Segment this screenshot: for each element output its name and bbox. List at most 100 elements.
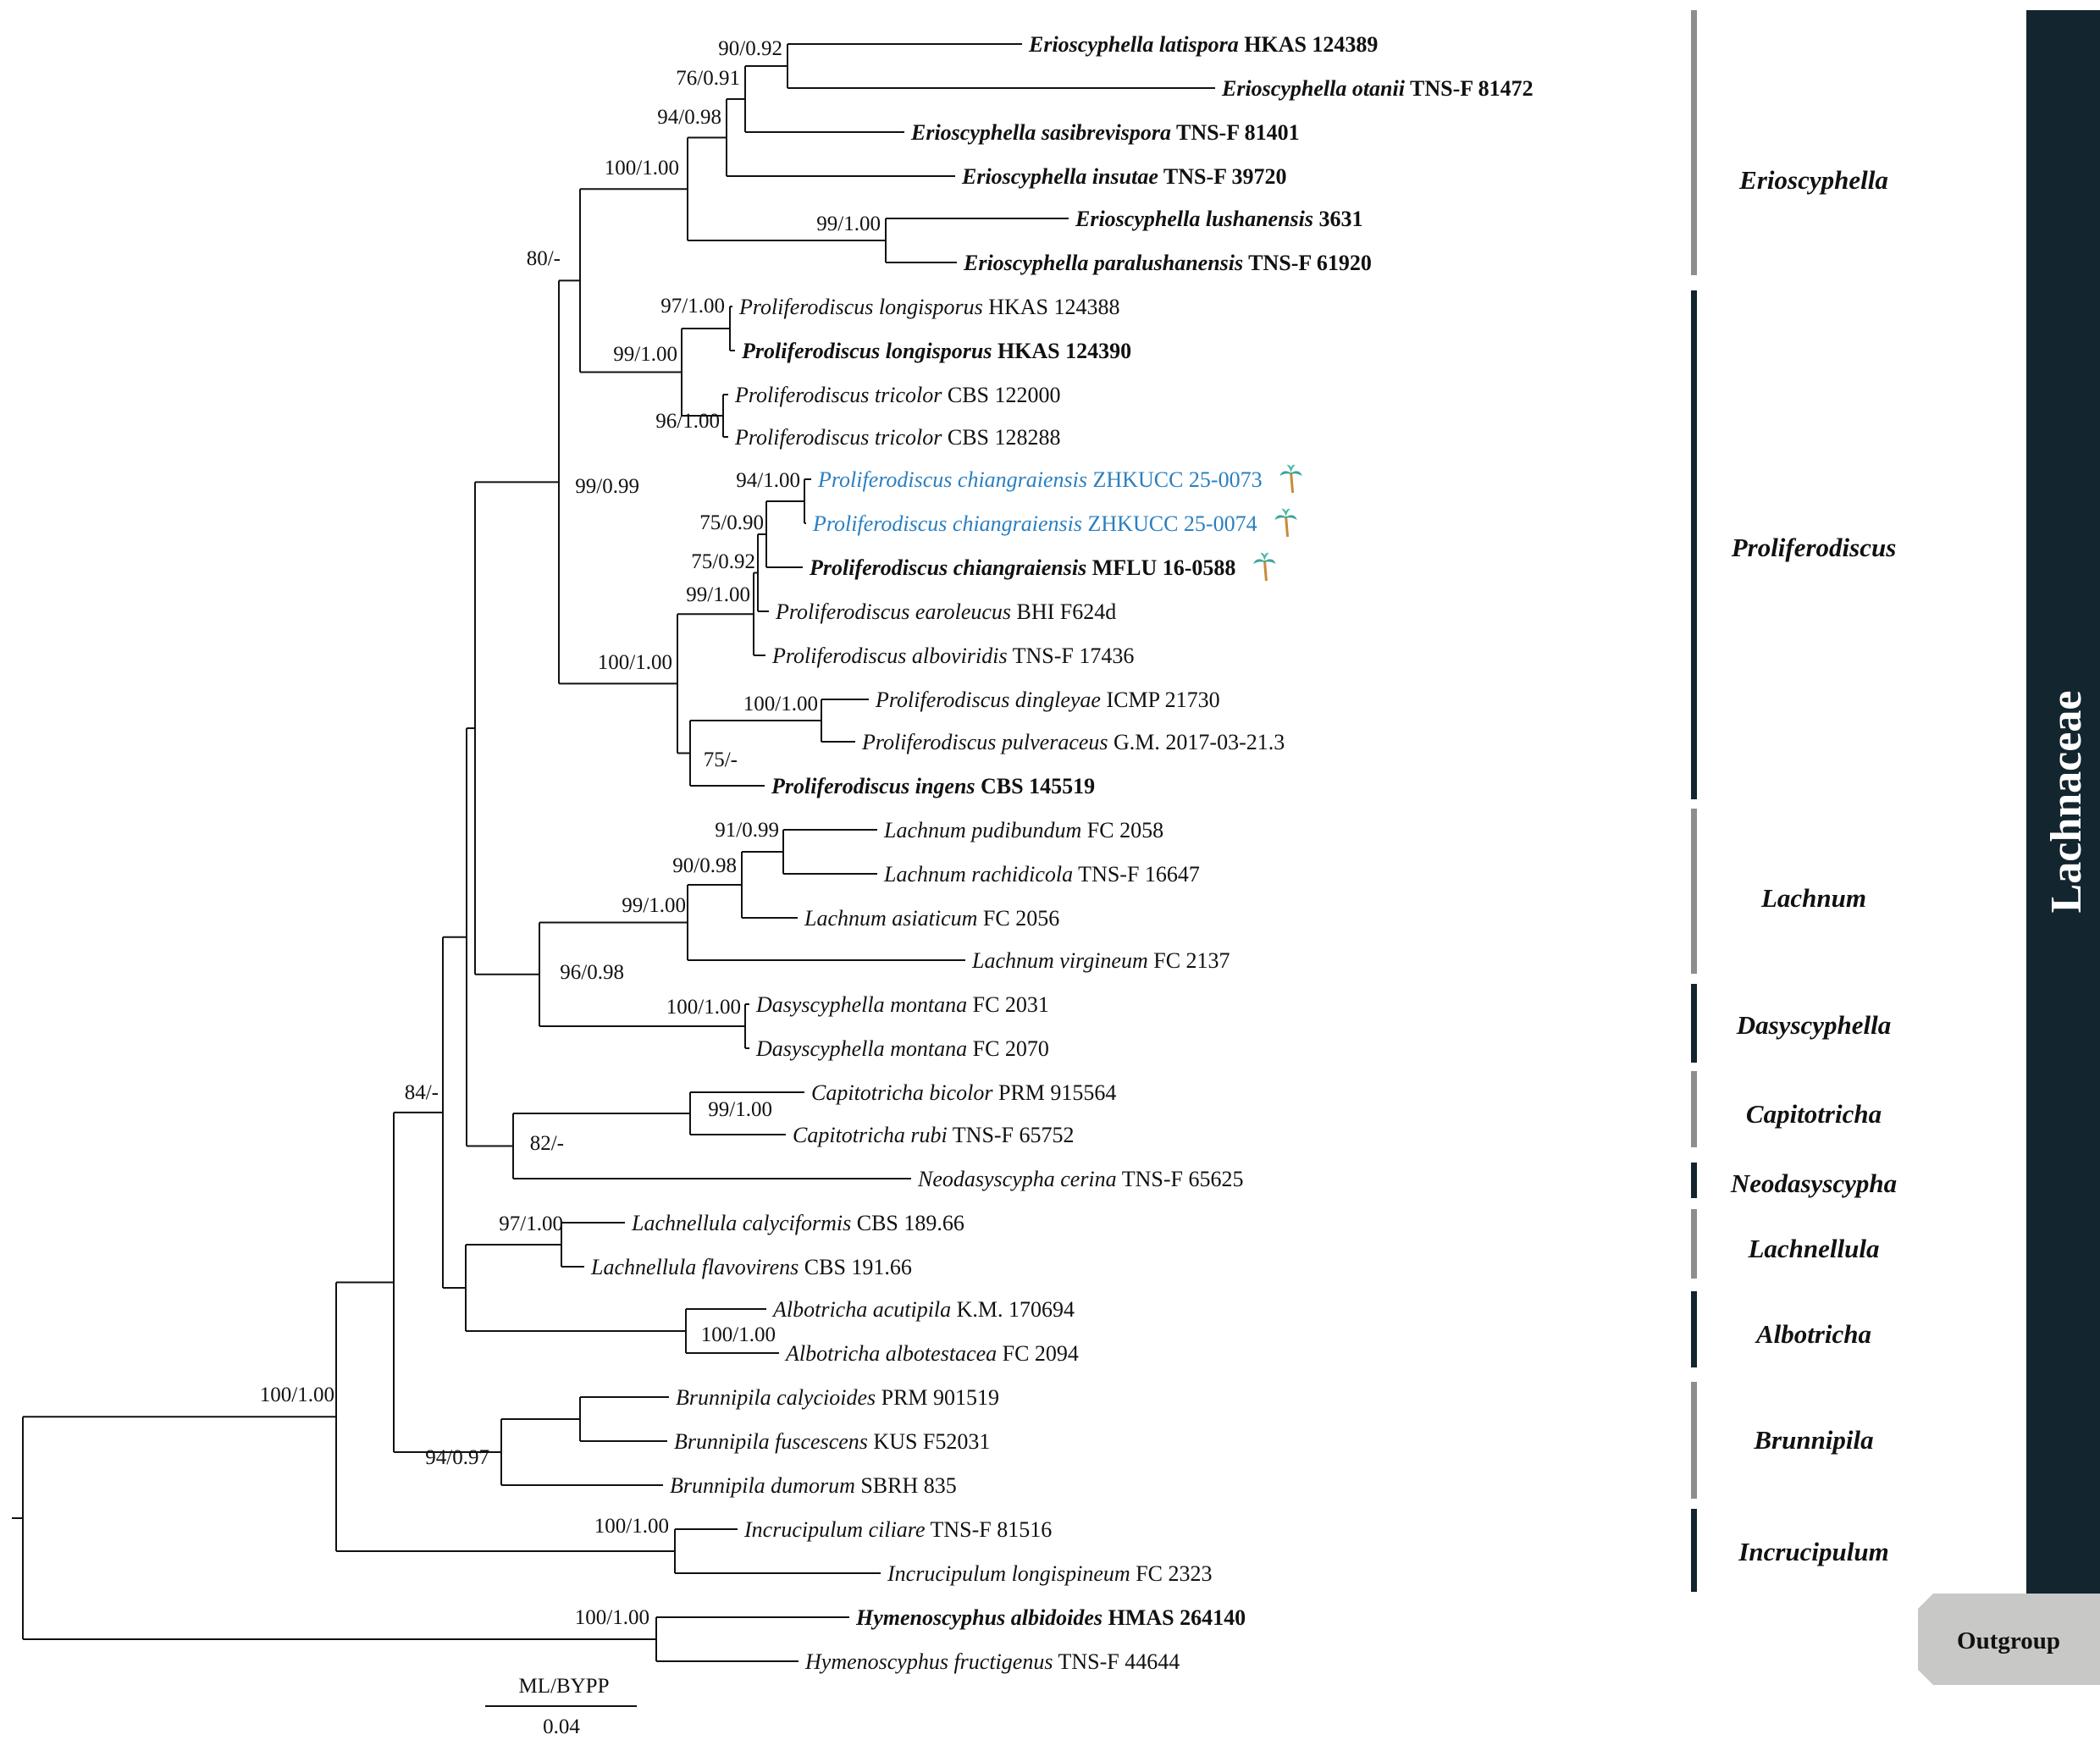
support-value: 96/0.98: [560, 961, 624, 984]
taxon-label: Proliferodiscus tricolor CBS 122000: [734, 383, 1061, 407]
taxon-voucher: FC 2137: [1148, 948, 1230, 973]
taxon-voucher: FC 2056: [977, 906, 1059, 931]
support-value: 97/1.00: [660, 295, 725, 318]
taxon-label: Dasyscyphella montana FC 2031: [755, 992, 1049, 1017]
taxon-label: Brunnipila dumorum SBRH 835: [670, 1473, 957, 1498]
taxon-voucher: PRM 915564: [993, 1080, 1117, 1105]
taxon-label: Erioscyphella otanii TNS-F 81472: [1221, 76, 1534, 101]
taxon-species: Lachnum virgineum: [971, 948, 1148, 973]
taxon-label: Erioscyphella latispora HKAS 124389: [1028, 32, 1378, 57]
taxon-label: Lachnum virgineum FC 2137: [971, 948, 1230, 973]
taxon-species: Albotricha acutipila: [771, 1297, 951, 1322]
taxon-species: Brunnipila dumorum: [670, 1473, 855, 1498]
taxon-label: Lachnellula flavovirens CBS 191.66: [590, 1255, 912, 1279]
support-value: 91/0.99: [715, 819, 779, 842]
scale-label-bottom: 0.04: [543, 1715, 580, 1738]
support-values: 90/0.9276/0.9194/0.98100/1.0099/1.0080/-…: [260, 37, 881, 1629]
taxon-voucher: FC 2031: [967, 992, 1049, 1017]
taxon-species: Erioscyphella otanii: [1221, 76, 1406, 101]
taxon-voucher: TNS-F 81401: [1171, 120, 1300, 145]
taxon-species: Proliferodiscus dingleyae: [875, 688, 1101, 712]
taxon-voucher: HKAS 124389: [1239, 32, 1379, 57]
scale-label-top: ML/BYPP: [519, 1675, 610, 1698]
taxon-species: Erioscyphella lushanensis: [1075, 207, 1313, 231]
taxon-voucher: CBS 145519: [975, 774, 1096, 798]
taxon-voucher: BHI F624d: [1011, 599, 1116, 624]
taxon-label: Albotricha acutipila K.M. 170694: [771, 1297, 1075, 1322]
taxon-label: Incrucipulum ciliare TNS-F 81516: [743, 1517, 1052, 1542]
clade-label: Brunnipila: [1753, 1425, 1873, 1455]
taxon-species: Lachnellula flavovirens: [590, 1255, 799, 1279]
clade-label: Lachnum: [1760, 883, 1866, 913]
taxon-species: Dasyscyphella montana: [755, 992, 967, 1017]
scale-bar: ML/BYPP 0.04: [485, 1675, 637, 1738]
support-value: 100/1.00: [666, 996, 741, 1019]
taxon-voucher: CBS 128288: [942, 425, 1060, 450]
taxon-voucher: CBS 191.66: [799, 1255, 912, 1279]
support-value: 99/0.99: [575, 475, 639, 498]
support-value: 94/1.00: [736, 469, 800, 492]
taxon-voucher: ICMP 21730: [1101, 688, 1220, 712]
taxon-species: Erioscyphella sasibrevispora: [910, 120, 1171, 145]
taxon-label: Proliferodiscus earoleucus BHI F624d: [775, 599, 1116, 624]
taxon-label: Proliferodiscus tricolor CBS 128288: [734, 425, 1061, 450]
taxon-species: Proliferodiscus tricolor: [734, 383, 942, 407]
support-value: 75/-: [704, 748, 738, 771]
taxon-species: Proliferodiscus chiangraiensis: [812, 511, 1082, 536]
taxon-species: Lachnellula calyciformis: [631, 1211, 851, 1235]
taxon-voucher: ZHKUCC 25-0073: [1087, 467, 1263, 492]
clade-bar: [1691, 1509, 1697, 1592]
taxon-label: Lachnum asiaticum FC 2056: [804, 906, 1059, 931]
taxon-label: Brunnipila calycioides PRM 901519: [676, 1385, 999, 1410]
taxon-voucher: ZHKUCC 25-0074: [1082, 511, 1257, 536]
taxon-label: Brunnipila fuscescens KUS F52031: [674, 1429, 990, 1454]
support-value: 99/1.00: [622, 894, 686, 917]
taxon-label: Lachnum rachidicola TNS-F 16647: [883, 862, 1200, 887]
taxon-voucher: G.M. 2017-03-21.3: [1108, 730, 1285, 754]
taxon-species: Proliferodiscus ingens: [771, 774, 975, 798]
clade-label: Capitotricha: [1746, 1099, 1882, 1129]
taxon-voucher: FC 2094: [997, 1341, 1079, 1366]
support-value: 100/1.00: [743, 693, 818, 715]
taxon-species: Proliferodiscus chiangraiensis: [809, 555, 1086, 580]
taxon-voucher: SBRH 835: [855, 1473, 957, 1498]
taxon-voucher: HKAS 124388: [983, 295, 1120, 319]
taxon-species: Albotricha albotestacea: [784, 1341, 997, 1366]
support-value: 100/1.00: [598, 651, 672, 674]
clade-label: Neodasyscypha: [1730, 1168, 1897, 1198]
taxon-voucher: MFLU 16-0588: [1086, 555, 1235, 580]
clade-bar: [1691, 1291, 1697, 1367]
taxon-label: Capitotricha bicolor PRM 915564: [811, 1080, 1116, 1105]
support-value: 99/1.00: [686, 583, 750, 606]
support-value: 100/1.00: [260, 1384, 334, 1406]
clade-bar: [1691, 10, 1697, 275]
support-value: 75/0.92: [691, 550, 755, 573]
taxon-label: Proliferodiscus chiangraiensis ZHKUCC 25…: [817, 467, 1263, 492]
taxon-label: Albotricha albotestacea FC 2094: [784, 1341, 1079, 1366]
taxon-voucher: TNS-F 61920: [1243, 251, 1372, 275]
support-value: 100/1.00: [594, 1515, 669, 1538]
clade-bar: [1691, 984, 1697, 1063]
clade-bar: [1691, 1071, 1697, 1147]
support-value: 90/0.98: [672, 854, 737, 877]
clade-bar: [1691, 809, 1697, 974]
taxon-voucher: CBS 189.66: [851, 1211, 964, 1235]
support-value: 94/0.98: [657, 106, 721, 129]
taxon-voucher: PRM 901519: [876, 1385, 999, 1410]
taxon-label: Neodasyscypha cerina TNS-F 65625: [917, 1167, 1243, 1191]
taxon-species: Lachnum asiaticum: [804, 906, 977, 931]
taxon-species: Brunnipila fuscescens: [674, 1429, 868, 1454]
taxon-voucher: TNS-F 44644: [1053, 1649, 1180, 1674]
taxon-label: Dasyscyphella montana FC 2070: [755, 1036, 1049, 1061]
support-value: 82/-: [530, 1132, 564, 1155]
taxon-label: Proliferodiscus longisporus HKAS 124388: [738, 295, 1120, 319]
taxon-voucher: TNS-F 16647: [1073, 862, 1200, 887]
support-value: 75/0.90: [699, 511, 764, 534]
palm-tree-icon: [1274, 508, 1297, 538]
taxon-label: Erioscyphella lushanensis 3631: [1075, 207, 1363, 231]
taxon-species: Proliferodiscus longisporus: [741, 339, 992, 363]
clade-bar: [1691, 1163, 1697, 1198]
taxon-label: Proliferodiscus chiangraiensis ZHKUCC 25…: [812, 511, 1257, 536]
taxon-voucher: TNS-F 17436: [1008, 644, 1135, 668]
